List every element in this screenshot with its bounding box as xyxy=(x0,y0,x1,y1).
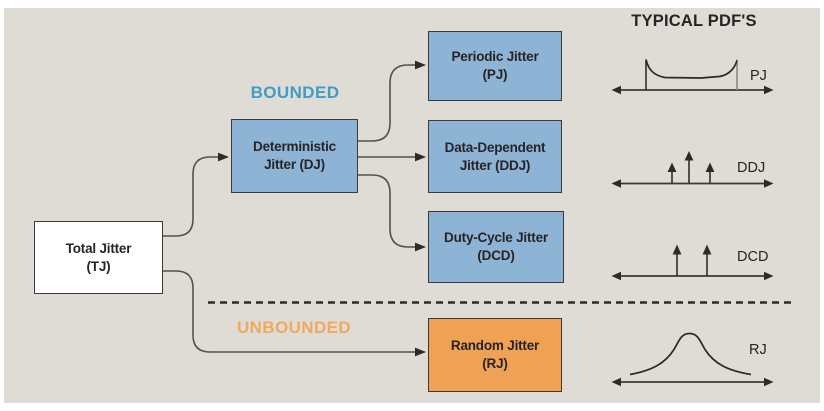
node-total-jitter-line2: (TJ) xyxy=(86,258,111,274)
impulse-arrow-icon xyxy=(667,162,677,172)
node-duty-cycle-jitter-line2: (DCD) xyxy=(477,248,515,263)
impulse-arrow-icon xyxy=(672,244,682,255)
arrowhead-icon xyxy=(415,60,426,70)
pdf-sketch-pj: PJ xyxy=(611,59,774,95)
bounded-group-label: BOUNDED xyxy=(250,83,340,102)
axis-arrow-right-icon xyxy=(764,271,774,281)
edge-deterministic-to-duty-cycle xyxy=(358,174,426,252)
edge-deterministic-to-periodic xyxy=(358,60,426,142)
node-random-jitter-line2: (RJ) xyxy=(482,356,508,371)
node-deterministic-jitter-line2: Jitter (DJ) xyxy=(264,157,325,172)
pdf-label-rj: RJ xyxy=(749,342,767,358)
pdf-label-dcd: DCD xyxy=(737,249,768,265)
axis-arrow-right-icon xyxy=(764,85,774,95)
arrowhead-icon xyxy=(415,152,426,162)
node-data-dependent-jitter: Data-Dependent Jitter (DDJ) xyxy=(428,120,562,193)
pdf-label-ddj: DDJ xyxy=(737,160,765,176)
node-data-dependent-jitter-line1: Data-Dependent xyxy=(444,139,546,155)
node-random-jitter: Random Jitter (RJ) xyxy=(428,318,562,392)
node-data-dependent-jitter-line2: Jitter (DDJ) xyxy=(459,157,531,173)
axis-arrow-left-icon xyxy=(611,179,621,188)
impulse-arrow-icon xyxy=(705,162,715,172)
axis-arrow-left-icon xyxy=(611,85,621,95)
node-periodic-jitter-line1: Periodic Jitter xyxy=(451,49,539,65)
unbounded-group-label: UNBOUNDED xyxy=(236,318,352,337)
pdf-sketch-ddj: DDJ xyxy=(611,151,774,188)
arrowhead-icon xyxy=(218,152,229,162)
typical-pdfs-title: TYPICAL PDF'S xyxy=(631,12,757,30)
pdf-label-pj: PJ xyxy=(750,68,767,84)
axis-arrow-right-icon xyxy=(764,377,774,387)
axis-arrow-left-icon xyxy=(611,271,621,281)
node-periodic-jitter: Periodic Jitter (PJ) xyxy=(428,31,562,101)
pdf-sketch-rj: RJ xyxy=(611,332,774,387)
node-deterministic-jitter-line1: Deterministic xyxy=(253,139,336,155)
edge-deterministic-to-data-dependent xyxy=(358,152,426,162)
node-total-jitter-line1: Total Jitter xyxy=(65,240,132,256)
node-deterministic-jitter: Deterministic Jitter (DJ) xyxy=(231,119,358,193)
impulse-arrow-icon xyxy=(684,151,694,161)
pdf-sketch-dcd: DCD xyxy=(611,244,774,281)
node-periodic-jitter-line2: (PJ) xyxy=(482,67,508,82)
edge-total-to-random xyxy=(163,270,426,357)
node-duty-cycle-jitter: Duty-Cycle Jitter (DCD) xyxy=(428,211,564,283)
arrowhead-icon xyxy=(415,242,426,252)
node-total-jitter: Total Jitter (TJ) xyxy=(34,221,163,294)
node-duty-cycle-jitter-line1: Duty-Cycle Jitter xyxy=(444,230,548,246)
edge-total-to-deterministic xyxy=(163,152,229,237)
axis-arrow-right-icon xyxy=(764,179,774,188)
arrowhead-icon xyxy=(415,347,426,357)
diagram-panel xyxy=(4,8,820,403)
node-random-jitter-line1: Random Jitter xyxy=(450,338,540,354)
axis-arrow-left-icon xyxy=(611,377,621,387)
impulse-arrow-icon xyxy=(702,244,712,255)
